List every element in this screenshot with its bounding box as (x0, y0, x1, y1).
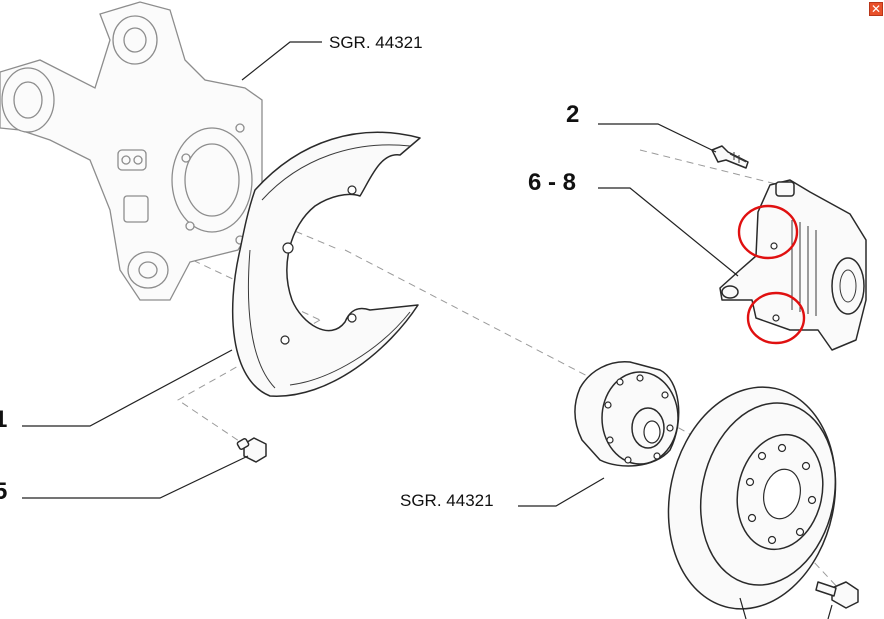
highlight-circle-lower (746, 291, 806, 345)
wheel-hub (574, 361, 680, 467)
label-sgr-top: SGR. 44321 (329, 33, 423, 52)
steering-knuckle (0, 1, 263, 301)
label-ref-6-8: 6 - 8 (528, 169, 576, 196)
highlight-marks (737, 204, 806, 345)
disc-bolt (815, 581, 859, 609)
close-button[interactable]: ✕ (869, 2, 883, 16)
label-sgr-bottom: SGR. 44321 (400, 491, 494, 510)
leader-lines (22, 41, 833, 619)
label-ref-1: 1 (0, 406, 7, 433)
label-ref-5: 5 (0, 478, 7, 505)
label-ref-2: 2 (566, 101, 579, 128)
close-icon: ✕ (870, 2, 882, 16)
shield-bolt (236, 437, 267, 463)
brake-disc (667, 386, 837, 610)
dust-shield (231, 131, 421, 397)
brake-caliper (719, 179, 867, 351)
highlight-circle-upper (737, 204, 799, 260)
caliper-bolt (711, 145, 749, 169)
